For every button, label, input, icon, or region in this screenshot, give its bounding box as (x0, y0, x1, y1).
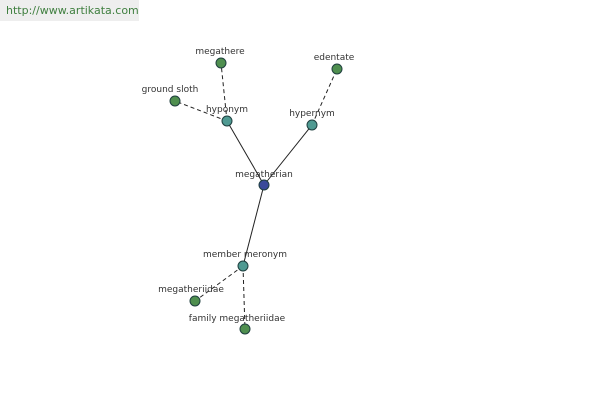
edge-megatherian-to-member-meronym (242, 184, 265, 267)
graph-labels: megatherian hyponym hypernym member meronym… (142, 47, 355, 324)
node-family-megatheriidae[interactable] (239, 323, 251, 335)
node-label-member-meronym[interactable]: member meronym (203, 250, 287, 260)
watermark-link[interactable]: http://www.artikata.com (0, 0, 139, 21)
node-label-edentate[interactable]: edentate (314, 53, 355, 63)
graph-nodes (169, 57, 343, 335)
node-label-megatheriidae[interactable]: megatheriidae (158, 285, 224, 295)
node-label-megatherian[interactable]: megatherian (235, 170, 293, 180)
node-label-ground-sloth[interactable]: ground sloth (142, 85, 199, 95)
node-label-megathere[interactable]: megathere (195, 47, 245, 57)
graph-edges (174, 62, 338, 330)
edge-hyponym-to-megathere (220, 62, 228, 122)
edge-hypernym-to-edentate (311, 68, 338, 126)
node-megatherian[interactable] (258, 179, 270, 191)
edge-megatherian-to-hyponym (226, 120, 265, 186)
edge-megatherian-to-hypernym (263, 124, 313, 186)
edge-member-meronym-to-family-megatheriidae (242, 265, 246, 330)
node-hypernym[interactable] (306, 119, 318, 131)
edge-hyponym-to-ground-sloth (174, 100, 228, 122)
node-megathere[interactable] (215, 57, 227, 69)
node-megatheriidae[interactable] (189, 295, 201, 307)
node-hyponym[interactable] (221, 115, 233, 127)
node-edentate[interactable] (331, 63, 343, 75)
edge-member-meronym-to-megatheriidae (194, 265, 244, 302)
node-member-meronym[interactable] (237, 260, 249, 272)
node-label-hypernym[interactable]: hypernym (289, 109, 335, 119)
node-label-hyponym[interactable]: hyponym (206, 105, 248, 115)
node-ground-sloth[interactable] (169, 95, 181, 107)
node-label-family-megatheriidae[interactable]: family megatheriidae (189, 314, 286, 324)
